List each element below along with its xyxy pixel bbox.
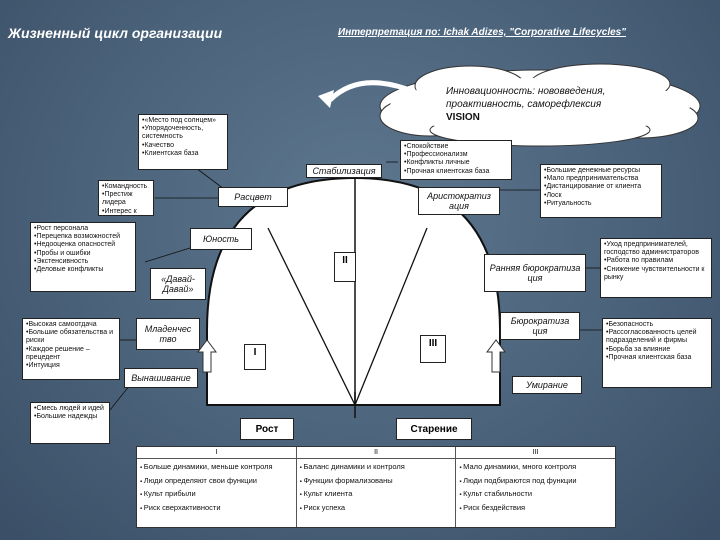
box-bureaucracy: Безопасность Рассогласованность целей по… xyxy=(602,318,712,388)
box-infancy: Высокая самоотдача Большие обязательства… xyxy=(22,318,120,380)
table-cell: Риск бездействия xyxy=(459,502,612,516)
table-cell: Риск сверхактивности xyxy=(140,502,293,516)
stage-stable: Стабилизация xyxy=(306,164,382,178)
stage-early-bureaucracy: Ранняя бюрократиза ция xyxy=(484,254,586,292)
vision-line-2: проактивность, саморефлексия xyxy=(446,99,602,110)
period-one: I xyxy=(244,344,266,370)
vision-line-1: Инновационность: нововведения, xyxy=(446,86,606,97)
box-gogo: Рост персонала Перецепка возможностей Не… xyxy=(30,222,136,292)
table-column: Больше динамики, меньше контроля Люди оп… xyxy=(137,459,297,527)
table-cell: Больше динамики, меньше контроля xyxy=(140,461,293,475)
stage-aristocracy: Аристократиз ация xyxy=(418,187,500,215)
table-column: Мало динамики, много контроля Люди подби… xyxy=(456,459,615,527)
table-cell: Культ клиента xyxy=(300,488,453,502)
table-header-cell: I xyxy=(137,447,297,458)
stage-bureaucracy: Бюрократиза ция xyxy=(500,312,580,340)
table-column: Баланс динамики и контроля Функции форма… xyxy=(297,459,457,527)
stage-infancy: Младенчес тво xyxy=(136,318,200,350)
table-cell: Риск успеха xyxy=(300,502,453,516)
stage-death: Умирание xyxy=(512,376,582,394)
table-header: I II III xyxy=(137,447,615,459)
source-link[interactable]: Интерпретация по: Ichak Adizes, "Corpora… xyxy=(338,27,626,38)
table-cell: Баланс динамики и контроля xyxy=(300,461,453,475)
table-body: Больше динамики, меньше контроля Люди оп… xyxy=(137,459,615,527)
table-cell: Люди определяют свои функции xyxy=(140,475,293,489)
comparison-table: I II III Больше динамики, меньше контрол… xyxy=(136,446,616,528)
stage-prime: Расцвет xyxy=(218,187,288,207)
box-adolescence: Командность Престиж лидера Интерес к нов… xyxy=(98,180,154,216)
phase-growth: Рост xyxy=(240,418,294,440)
table-header-cell: II xyxy=(297,447,457,458)
page-title: Жизненный цикл организации xyxy=(8,25,223,41)
box-early-bureaucracy: Уход предпринимателей, господство админи… xyxy=(600,238,712,298)
table-cell: Культ стабильности xyxy=(459,488,612,502)
period-two: II xyxy=(334,252,356,282)
vision-text: Инновационность: нововведения, проактивн… xyxy=(446,85,605,124)
period-three: III xyxy=(420,335,446,363)
table-cell: Функции формализованы xyxy=(300,475,453,489)
table-header-cell: III xyxy=(532,449,539,456)
phase-aging: Старение xyxy=(396,418,472,440)
box-courtship: Смесь людей и идей Большие надежды xyxy=(30,402,110,444)
stage-adolescence: Юность xyxy=(190,228,252,250)
box-stable: Спокойствие Профессионализм Конфликты ли… xyxy=(400,140,512,180)
stage-courtship: Вынашивание xyxy=(124,368,198,388)
table-cell: Культ прибыли xyxy=(140,488,293,502)
curved-arrow xyxy=(328,80,416,102)
vision-line-3: VISION xyxy=(446,112,480,123)
table-cell: Люди подбираются под функции xyxy=(459,475,612,489)
table-cell: Мало динамики, много контроля xyxy=(459,461,612,475)
stage-gogo: «Давай-Давай» xyxy=(150,268,206,300)
box-aristocracy: Большие денежные ресурсы Мало предприним… xyxy=(540,164,662,218)
vision-cloud xyxy=(379,63,701,147)
box-prime: «Место под солнцем» Упорядоченность, сис… xyxy=(138,114,228,170)
